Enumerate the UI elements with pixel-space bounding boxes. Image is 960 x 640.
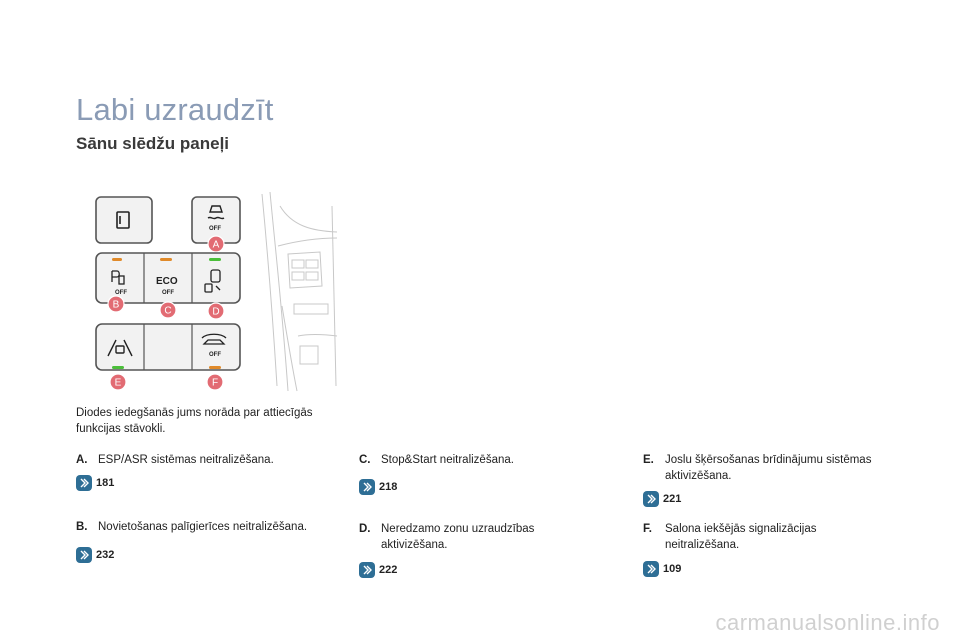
lane-departure-icon <box>107 339 133 357</box>
item-e: E. Joslu šķērsošanas brīdinājumu sistēma… <box>643 452 903 486</box>
ref-number: 181 <box>96 477 115 489</box>
esp-icon <box>207 205 225 220</box>
item-text: Stop&Start neitralizēšana. <box>381 454 514 466</box>
ref-number: 232 <box>96 549 115 561</box>
page-ref-link[interactable]: 109 <box>643 560 681 578</box>
svg-text:F: F <box>212 378 218 389</box>
item-text: ESP/ASR sistēmas neitralizēšana. <box>98 454 274 466</box>
page-ref-link[interactable]: 221 <box>643 490 681 508</box>
item-letter: B. <box>76 521 88 533</box>
item-letter: F. <box>643 523 652 535</box>
page-title: Labi uzraudzīt <box>76 92 274 127</box>
ref-arrow-icon <box>76 547 92 563</box>
item-f: F. Salona iekšējās signalizācijas neitra… <box>643 521 903 555</box>
item-text: Joslu šķērsošanas brīdinājumu sistēmas a… <box>665 454 872 482</box>
watermark: carmanualsonline.info <box>715 610 940 635</box>
svg-text:C: C <box>164 306 171 317</box>
intro-text: Diodes iedegšanās jums norāda par attiec… <box>76 407 313 435</box>
section-subtitle: Sānu slēdžu paneļi <box>76 134 230 153</box>
svg-text:A: A <box>213 240 220 251</box>
item-b: B. Novietošanas palīgierīces neitralizēš… <box>76 519 346 537</box>
ref-arrow-icon <box>359 479 375 495</box>
blind-spot-icon <box>204 269 221 293</box>
ref-arrow-icon <box>643 561 659 577</box>
item-letter: A. <box>76 454 88 466</box>
ref-number: 109 <box>663 563 682 575</box>
dashboard-sketch <box>261 191 338 392</box>
park-assist-icon <box>111 270 125 285</box>
svg-text:OFF: OFF <box>115 290 127 296</box>
switch-panels-figure: OFF A OFF ECO OFF B C D OFF E F <box>95 191 338 392</box>
item-letter: C. <box>359 454 371 466</box>
item-text: Neredzamo zonu uzraudzības aktivizēšana. <box>381 523 535 551</box>
item-text: Salona iekšējās signalizācijas neitraliz… <box>665 523 817 551</box>
page-ref-link[interactable]: 181 <box>76 474 114 492</box>
svg-text:OFF: OFF <box>162 290 174 296</box>
interior-alarm-icon <box>201 333 227 345</box>
svg-text:OFF: OFF <box>209 226 221 232</box>
ref-arrow-icon <box>359 562 375 578</box>
ref-number: 221 <box>663 493 682 505</box>
ref-number: 218 <box>379 481 398 493</box>
ref-arrow-icon <box>76 475 92 491</box>
item-d: D. Neredzamo zonu uzraudzības aktivizēša… <box>359 521 619 555</box>
page-ref-link[interactable]: 218 <box>359 478 397 496</box>
svg-text:D: D <box>212 307 219 318</box>
ref-arrow-icon <box>643 491 659 507</box>
svg-text:E: E <box>115 378 122 389</box>
svg-text:B: B <box>113 300 120 311</box>
svg-text:ECO: ECO <box>156 276 178 287</box>
item-c: C. Stop&Start neitralizēšana. <box>359 452 619 470</box>
page-ref-link[interactable]: 232 <box>76 546 114 564</box>
item-text: Novietošanas palīgierīces neitralizēšana… <box>98 521 308 533</box>
item-a: A. ESP/ASR sistēmas neitralizēšana. <box>76 452 346 470</box>
item-letter: E. <box>643 454 654 466</box>
svg-text:OFF: OFF <box>209 352 221 358</box>
ref-number: 222 <box>379 564 398 576</box>
page-ref-link[interactable]: 222 <box>359 561 397 579</box>
door-icon <box>116 211 130 229</box>
item-letter: D. <box>359 523 371 535</box>
